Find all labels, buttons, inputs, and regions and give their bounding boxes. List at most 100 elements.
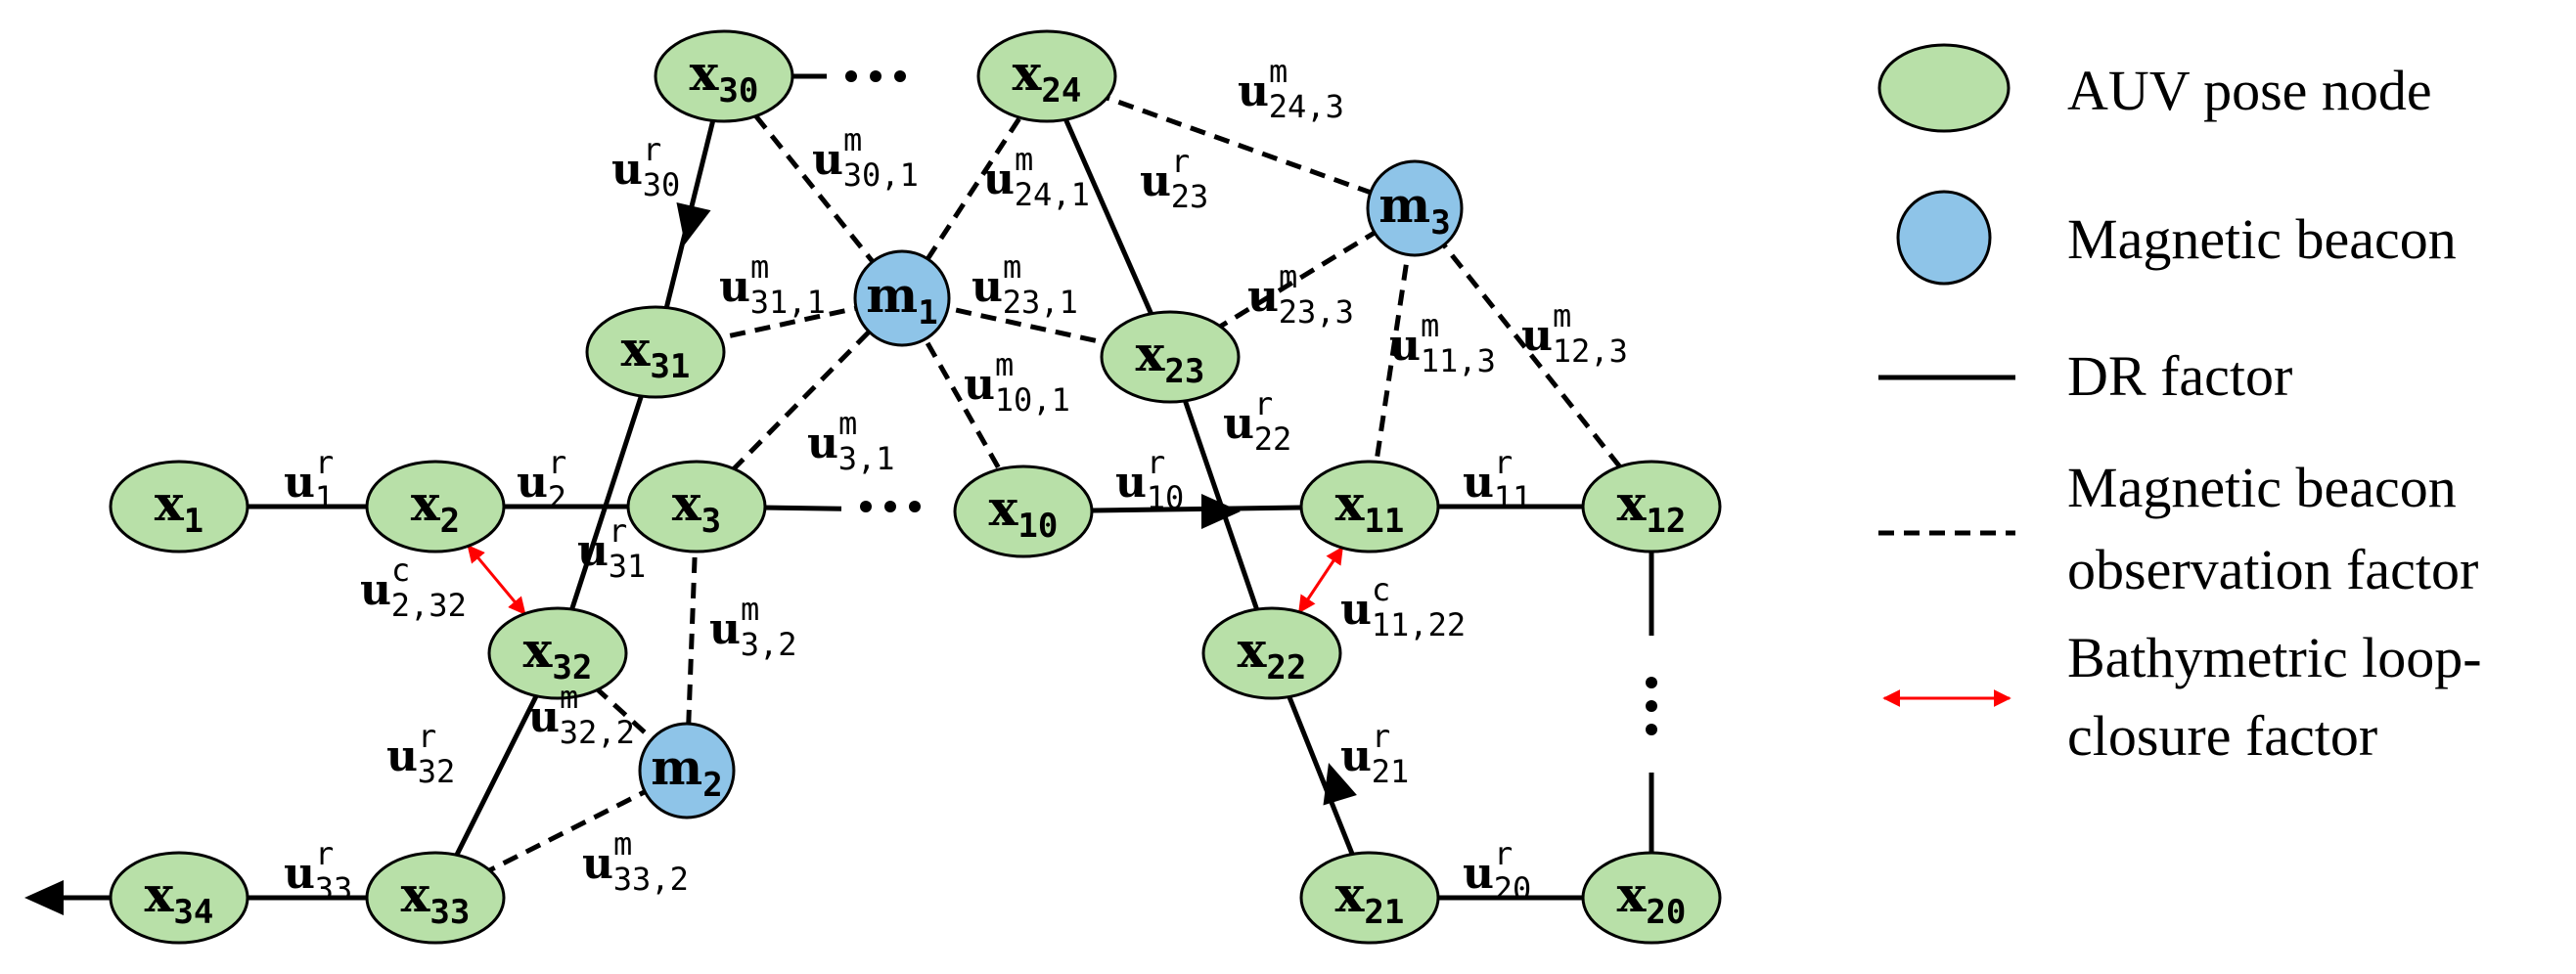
node-label-base: x [1617, 865, 1648, 923]
factor-label-sub: 10,1 [995, 381, 1070, 419]
direction-arrows [24, 201, 1357, 915]
factor-label-base: u [972, 262, 1003, 312]
factor-label-sub: 31 [609, 548, 647, 585]
factor-label-base: u [1340, 731, 1372, 781]
continuation-dot [894, 70, 906, 82]
pose-node-shape [365, 460, 506, 553]
edge-obs-x24-m1 [899, 74, 1050, 300]
continuation-dot [860, 501, 872, 512]
factor-label-sup: m [1279, 258, 1297, 295]
pose-node-shape [1581, 851, 1722, 945]
node-label: x20 [1617, 865, 1687, 932]
pose-node-shape [109, 460, 249, 553]
factor-label-sub: 23,1 [1003, 284, 1078, 321]
factor-label-sup: r [609, 512, 627, 550]
pose-node-shape [1299, 460, 1440, 553]
factor-label-sub: 2 [548, 479, 566, 516]
factor-label-base: u [1463, 849, 1494, 899]
pose-node-shape [109, 851, 249, 945]
factor-label-sub: 32 [418, 753, 456, 790]
node-label-sub: 2 [440, 502, 460, 541]
factor-label-sup: c [391, 552, 410, 589]
factor-label-sub: 3,1 [838, 440, 895, 477]
factor-label-base: u [983, 155, 1015, 204]
node-label: x24 [1013, 44, 1082, 111]
factor-label-base: u [719, 262, 750, 312]
node-label-sub: 10 [1017, 507, 1058, 546]
node-m2: m2 [638, 722, 736, 819]
factor-label-base: u [577, 526, 609, 576]
pose-node-shape [976, 29, 1117, 123]
node-label-base: m [1378, 176, 1430, 234]
node-x24: x24 [976, 29, 1117, 123]
factor-label-base: u [807, 419, 838, 468]
pose-node-shape [1201, 606, 1342, 700]
node-label: x2 [411, 474, 460, 541]
node-label: x10 [989, 479, 1059, 546]
factor-label-sub: 3,2 [741, 626, 797, 663]
node-x1: x1 [109, 460, 249, 553]
continuation-dot [845, 70, 857, 82]
arrow-x10-to-x11 [1201, 494, 1241, 529]
pose-node-shape [626, 460, 767, 553]
factor-label-sup: r [315, 835, 334, 872]
factor-label-sub: 1 [315, 479, 334, 516]
factor-label-sub: 12,3 [1553, 332, 1628, 370]
factor-label-sub: 24,1 [1015, 176, 1090, 213]
factor-label-sub: 22 [1254, 421, 1292, 458]
continuation-dots [845, 70, 1657, 735]
edge-obs-x23-m1 [901, 295, 1171, 360]
node-x12: x12 [1581, 460, 1722, 553]
node-label-base: x [523, 621, 554, 679]
factor-label-sup: m [613, 825, 632, 863]
factor-label-base: u [1463, 458, 1494, 508]
node-x2: x2 [365, 460, 506, 553]
node-label: x30 [690, 44, 759, 111]
node-label-sub: 31 [650, 347, 690, 386]
node-label-sub: 3 [1430, 203, 1450, 243]
node-label-base: x [401, 865, 431, 923]
factor-label-base: u [1389, 321, 1421, 371]
legend-beacon-label: Magnetic beacon [2067, 207, 2457, 271]
factor-label-sup: r [315, 444, 334, 481]
node-label-sub: 32 [552, 648, 592, 687]
node-label-sub: 11 [1364, 502, 1404, 541]
factor-label-sub: 30 [643, 166, 681, 203]
factor-label-base: u [1247, 272, 1279, 322]
factor-label-sup: m [560, 679, 578, 716]
node-label-base: x [621, 320, 652, 377]
continuation-dot [909, 501, 921, 512]
factor-label-sup: m [843, 121, 862, 158]
factor-label-sup: r [1494, 444, 1513, 481]
pose-node-shape [365, 851, 506, 945]
factor-label-sub: 31,1 [750, 284, 826, 321]
factor-label-sub: 11,3 [1421, 342, 1496, 379]
edge-dr-x24-x23 [1044, 74, 1173, 359]
legend: AUV pose node Magnetic beacon DR factor … [1877, 43, 2482, 768]
factor-label-base: u [582, 839, 613, 889]
pose-node-shape [953, 465, 1094, 558]
factor-label-sub: 32,2 [560, 714, 635, 751]
factor-label-sup: r [1147, 444, 1165, 481]
edge-loop-x11-x22 [1297, 546, 1344, 614]
node-x34: x34 [109, 851, 249, 945]
node-label-sub: 34 [173, 893, 213, 932]
node-label: x22 [1238, 621, 1307, 687]
node-x22: x22 [1201, 606, 1342, 700]
